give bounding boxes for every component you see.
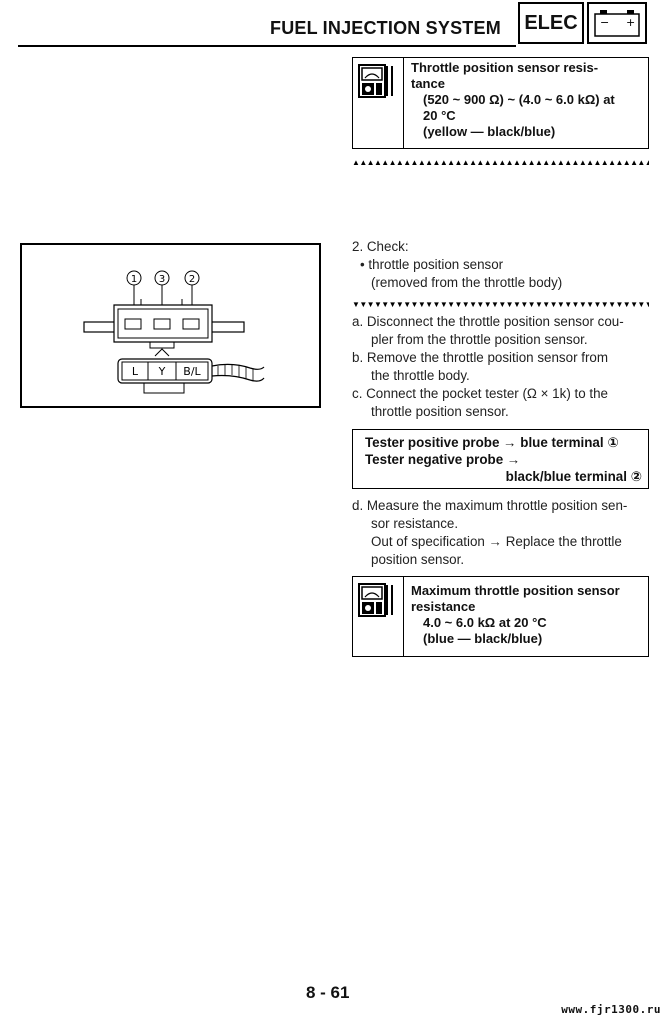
- tester-probe-box: Tester positive probe → blue terminal ① …: [352, 429, 649, 489]
- spec-line: Throttle position sensor resis-: [411, 60, 599, 75]
- elec-section-badge: ELEC: [518, 2, 584, 44]
- step-a-line: a. Disconnect the throttle position sens…: [352, 314, 624, 329]
- step-a-line: pler from the throttle position sensor.: [371, 332, 588, 347]
- probe-negative: Tester negative probe →: [365, 452, 521, 467]
- step-d-line: Out of specification → Replace the throt…: [371, 534, 622, 549]
- procedure-steps: a. Disconnect the throttle position sens…: [352, 313, 649, 421]
- pin-label-bl: B/L: [183, 365, 201, 378]
- check-heading: 2. Check:: [352, 239, 409, 254]
- spec-line: resistance: [411, 599, 476, 614]
- section-start-triangles: ▼▼▼▼▼▼▼▼▼▼▼▼▼▼▼▼▼▼▼▼▼▼▼▼▼▼▼▼▼▼▼▼▼▼▼▼▼▼▼▼…: [352, 300, 649, 309]
- spec-text: Maximum throttle position sensor resista…: [411, 583, 642, 647]
- spec-line: 4.0 ~ 6.0 kΩ at 20 °C: [423, 615, 547, 630]
- section-end-triangles: ▲▲▲▲▲▲▲▲▲▲▲▲▲▲▲▲▲▲▲▲▲▲▲▲▲▲▲▲▲▲▲▲▲▲▲▲▲▲▲▲…: [352, 158, 649, 167]
- probe-positive: Tester positive probe → blue terminal ①: [365, 435, 619, 450]
- step-c-line: throttle position sensor.: [371, 404, 509, 419]
- step-d-line: position sensor.: [371, 552, 465, 567]
- pocket-tester-icon: [357, 62, 399, 100]
- spec-text: Throttle position sensor resis- tance (5…: [411, 60, 642, 140]
- callout-label-3: 3: [159, 274, 165, 285]
- probe-negative-terminal: black/blue terminal ②: [505, 469, 642, 484]
- step-b-line: the throttle body.: [371, 368, 470, 383]
- page-section-title: FUEL INJECTION SYSTEM: [270, 18, 501, 38]
- check-bullet-sub: (removed from the throttle body): [371, 275, 563, 290]
- callout-label-2: 2: [189, 274, 195, 285]
- spec-line: Maximum throttle position sensor: [411, 583, 620, 598]
- spec-separator: [403, 577, 404, 656]
- step-d-line: d. Measure the maximum throttle position…: [352, 498, 628, 513]
- pocket-tester-icon: [357, 581, 399, 619]
- check-section: 2. Check: • throttle position sensor (re…: [352, 238, 649, 292]
- spec-line: (520 ~ 900 Ω) ~ (4.0 ~ 6.0 kΩ) at: [423, 92, 615, 107]
- pin-label-y: Y: [158, 365, 166, 378]
- step-b-line: b. Remove the throttle position sensor f…: [352, 350, 609, 365]
- callout-label-1: 1: [131, 274, 137, 285]
- battery-minus: −: [600, 16, 609, 29]
- spec-line: (blue — black/blue): [423, 631, 543, 646]
- spec-line: tance: [411, 76, 445, 91]
- page-number: 8 - 61: [306, 983, 350, 1002]
- spec-line: (yellow — black/blue): [423, 124, 556, 139]
- battery-plus: +: [626, 16, 635, 29]
- header-rule: [18, 45, 516, 47]
- coupler-diagram: 1 3 2 L Y B/L: [20, 243, 321, 408]
- procedure-step-d: d. Measure the maximum throttle position…: [352, 497, 649, 569]
- spec-box-throttle-resistance: Throttle position sensor resis- tance (5…: [352, 57, 649, 149]
- battery-icon: − +: [587, 2, 647, 44]
- spec-box-max-resistance: Maximum throttle position sensor resista…: [352, 576, 649, 657]
- pin-label-l: L: [132, 365, 139, 378]
- spec-separator: [403, 58, 404, 148]
- step-d-line: sor resistance.: [371, 516, 459, 531]
- spec-line: 20 °C: [423, 108, 456, 123]
- step-c-line: c. Connect the pocket tester (Ω × 1k) to…: [352, 386, 609, 401]
- watermark: www.fjr1300.ru: [561, 1003, 661, 1016]
- check-bullet: • throttle position sensor: [360, 257, 504, 272]
